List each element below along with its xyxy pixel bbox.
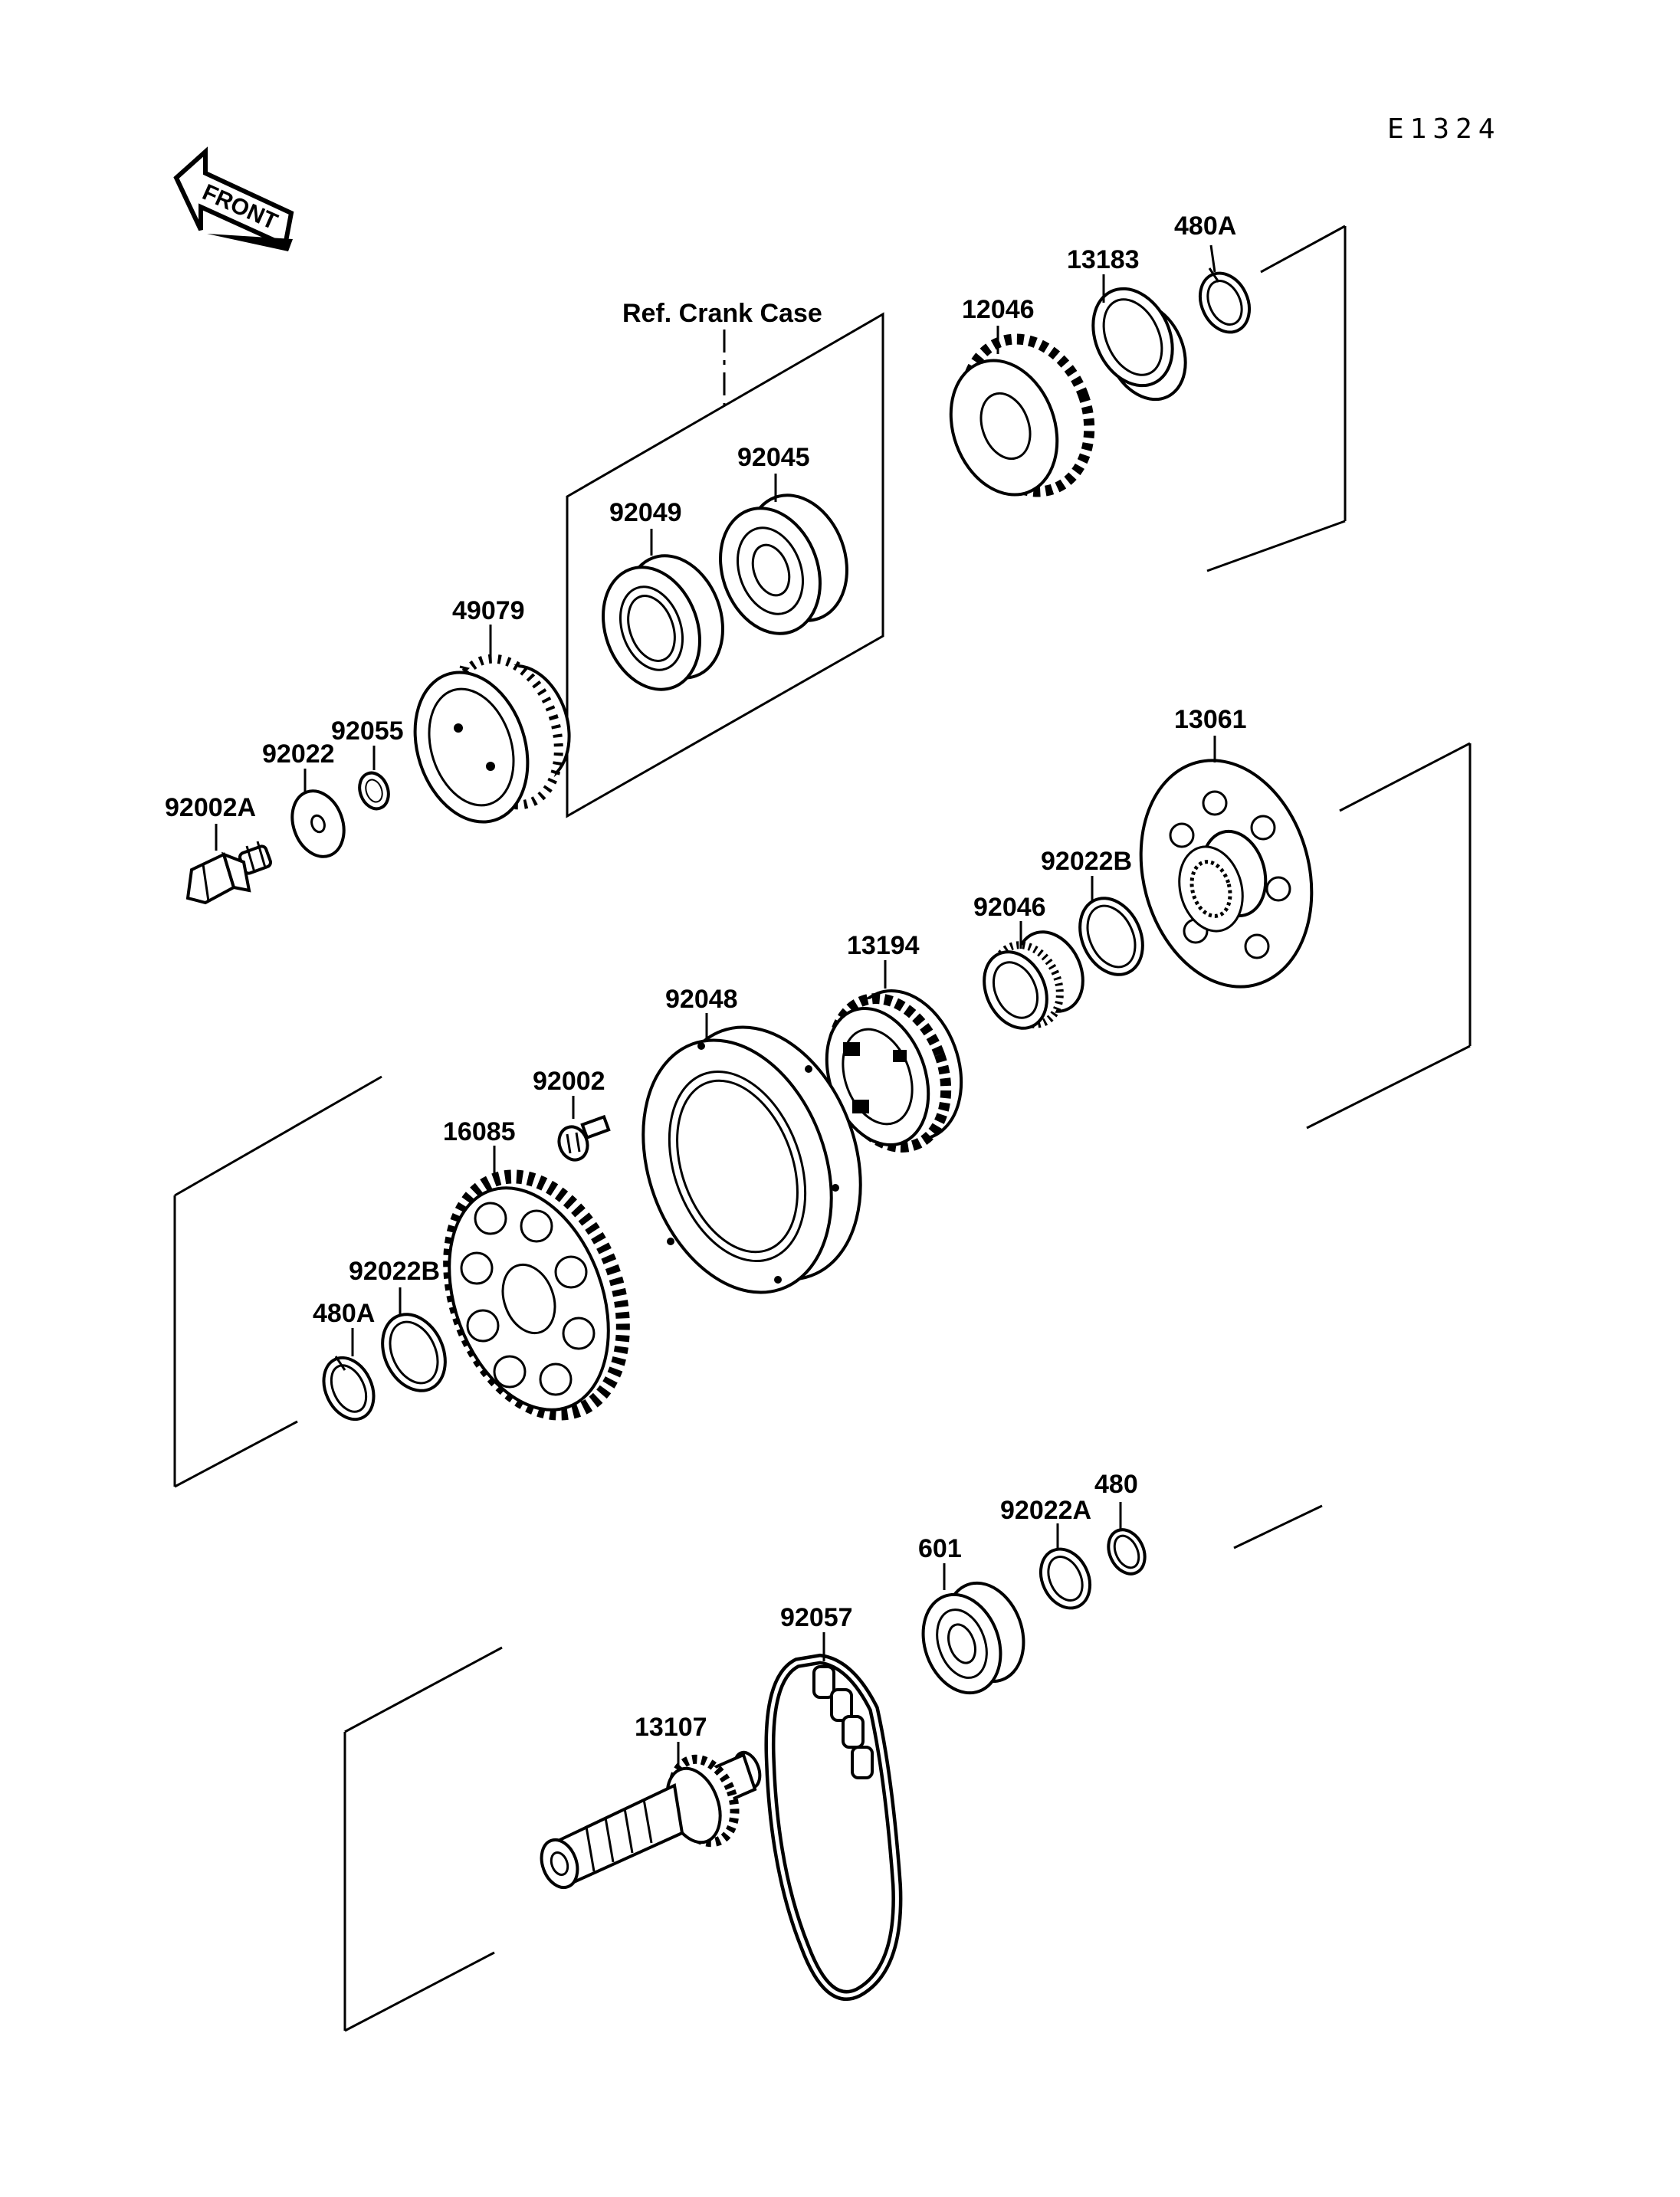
label-13183: 13183	[1067, 245, 1140, 274]
circlip-480a-top[interactable]	[1191, 265, 1258, 340]
label-92022a: 92022A	[1000, 1496, 1091, 1525]
washer-92022a[interactable]	[1032, 1541, 1099, 1616]
oil-seal-92049[interactable]	[587, 542, 740, 703]
washer-92022[interactable]	[284, 784, 353, 864]
label-13194: 13194	[847, 931, 920, 960]
chain-92057[interactable]	[764, 1653, 903, 2001]
shaft-13107[interactable]	[535, 1749, 764, 1892]
bearing-92045[interactable]	[704, 481, 864, 648]
middle-group-bracket	[173, 742, 1472, 1488]
clutch-housing-92048[interactable]	[610, 1001, 894, 1319]
label-92002a: 92002A	[165, 793, 256, 822]
bolt-92002a[interactable]	[185, 841, 273, 905]
collar-13183[interactable]	[1078, 276, 1201, 412]
label-13061: 13061	[1174, 705, 1247, 734]
circlip-480[interactable]	[1101, 1524, 1151, 1580]
diagram-code: E1324	[1387, 113, 1501, 145]
washer-92022b-left[interactable]	[371, 1304, 458, 1401]
ref-crank-case-label: Ref. Crank Case	[622, 299, 822, 328]
starter-gear-16085[interactable]	[419, 1153, 655, 1438]
label-601: 601	[918, 1534, 962, 1563]
clutch-hub-13061[interactable]	[1117, 741, 1336, 1006]
label-92049: 92049	[609, 498, 682, 527]
washer-92022b-right[interactable]	[1068, 888, 1155, 985]
label-92048: 92048	[665, 985, 738, 1014]
label-92022b-left: 92022B	[349, 1257, 440, 1286]
label-16085: 16085	[443, 1117, 516, 1146]
needle-bearing-92046[interactable]	[973, 921, 1095, 1038]
label-49079: 49079	[452, 596, 525, 625]
label-92022b-right: 92022B	[1041, 847, 1132, 876]
label-480a-top: 480A	[1174, 212, 1236, 241]
label-92046: 92046	[973, 893, 1046, 922]
label-13107: 13107	[635, 1713, 707, 1742]
starter-clutch-13194[interactable]	[809, 975, 981, 1163]
label-480: 480	[1094, 1470, 1138, 1499]
label-12046: 12046	[962, 295, 1035, 324]
circlip-480a-left[interactable]	[314, 1349, 383, 1427]
gear-12046[interactable]	[933, 321, 1110, 510]
label-92055: 92055	[331, 716, 404, 746]
front-arrow-icon: FRONT	[173, 146, 294, 251]
upper-group-bracket	[1206, 225, 1347, 572]
label-92022: 92022	[262, 739, 335, 769]
label-480a-left: 480A	[313, 1299, 375, 1328]
label-92057: 92057	[780, 1603, 853, 1632]
pulley-49079[interactable]	[397, 645, 584, 837]
crank-case-reference-box: Ref. Crank Case	[566, 299, 884, 818]
label-92002: 92002	[533, 1067, 605, 1096]
o-ring-92055[interactable]	[355, 769, 393, 812]
bearing-601[interactable]	[910, 1572, 1036, 1704]
lower-group-bracket	[343, 1504, 1323, 2032]
bolt-92002[interactable]	[555, 1114, 611, 1163]
label-92045: 92045	[737, 443, 810, 472]
